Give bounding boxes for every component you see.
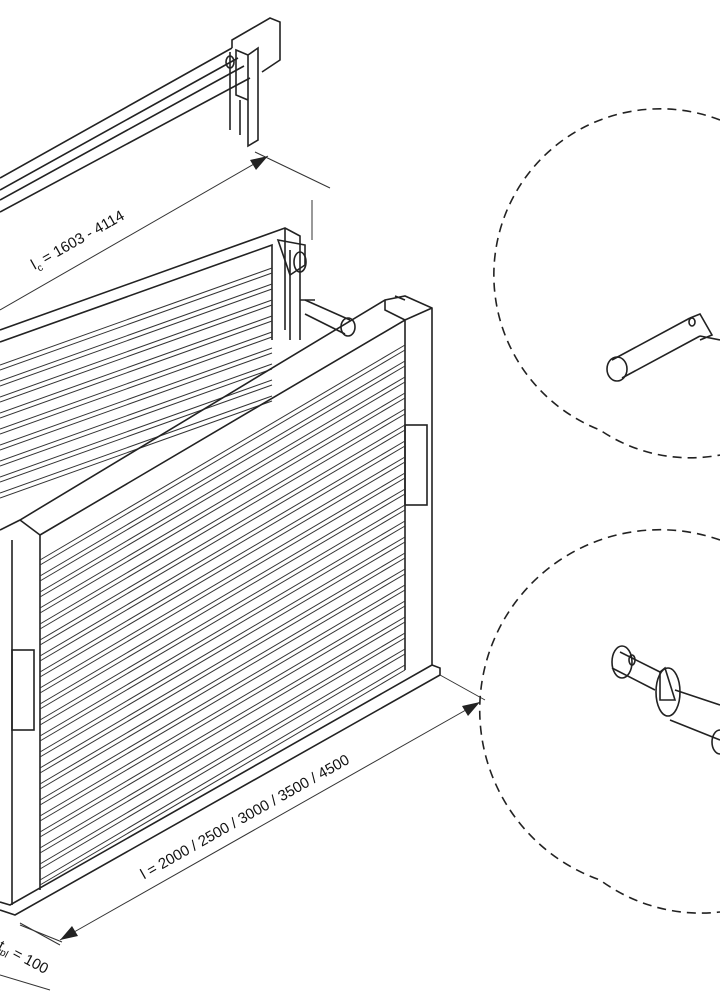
slat-line — [39, 637, 406, 854]
pin-detail-view — [493, 108, 720, 459]
slat-line — [39, 397, 406, 614]
slat-line — [0, 336, 273, 435]
slat-line — [39, 360, 406, 577]
slat-line — [39, 376, 406, 593]
slat-line — [0, 267, 273, 366]
slat-line — [39, 381, 406, 598]
slat-line — [0, 272, 273, 371]
slat-line — [39, 589, 406, 806]
slat-line — [39, 344, 406, 561]
slat-line — [39, 413, 406, 630]
slat-line — [0, 288, 273, 387]
slat-line — [39, 536, 406, 753]
slat-line — [39, 461, 406, 678]
slat-line — [39, 392, 406, 609]
slat-line — [39, 477, 406, 694]
slat-line — [39, 424, 406, 641]
slat-line — [39, 349, 406, 566]
slat-line — [39, 664, 406, 881]
slat-line — [39, 648, 406, 865]
slat-line — [0, 352, 273, 451]
slat-line — [39, 472, 406, 689]
clamp-length-dimension — [0, 151, 331, 311]
slat-line — [39, 365, 406, 582]
length-dimension — [19, 674, 486, 943]
slat-line — [39, 520, 406, 737]
slat-line — [39, 493, 406, 710]
slat-line — [0, 299, 273, 398]
slat-line — [39, 557, 406, 774]
slat-line — [39, 568, 406, 785]
slat-line — [0, 363, 273, 462]
slat-line — [39, 621, 406, 838]
slat-line — [0, 368, 273, 467]
slat-line — [39, 445, 406, 662]
slat-line — [39, 429, 406, 646]
slat-line — [0, 304, 273, 403]
slat-line — [39, 616, 406, 833]
top-rail — [0, 17, 281, 213]
slat-line — [39, 552, 406, 769]
slat-line — [39, 653, 406, 870]
slat-line — [39, 541, 406, 758]
slat-line — [39, 605, 406, 822]
slat-line — [39, 669, 406, 886]
slat-line — [0, 347, 273, 446]
slat-line — [0, 283, 273, 382]
slat-line — [39, 408, 406, 625]
slat-line — [0, 331, 273, 430]
slat-line — [0, 384, 273, 483]
slat-line — [39, 573, 406, 790]
slat-line — [39, 584, 406, 801]
slat-line — [0, 395, 273, 494]
slat-line — [39, 488, 406, 705]
slat-line — [39, 440, 406, 657]
subscript: pl — [0, 947, 10, 961]
plate-thickness-dimension — [0, 922, 61, 991]
connector-pin — [304, 299, 356, 337]
slat-line — [39, 504, 406, 721]
slat-line — [39, 525, 406, 742]
front-panel — [0, 295, 441, 916]
back-panel — [0, 227, 315, 499]
slat-line — [0, 320, 273, 419]
slat-line — [39, 600, 406, 817]
slat-line — [39, 632, 406, 849]
slat-line — [0, 315, 273, 414]
slat-line — [0, 379, 273, 478]
slat-line — [39, 456, 406, 673]
coupling-pin-detail-view — [478, 529, 720, 914]
slat-line — [39, 509, 406, 726]
